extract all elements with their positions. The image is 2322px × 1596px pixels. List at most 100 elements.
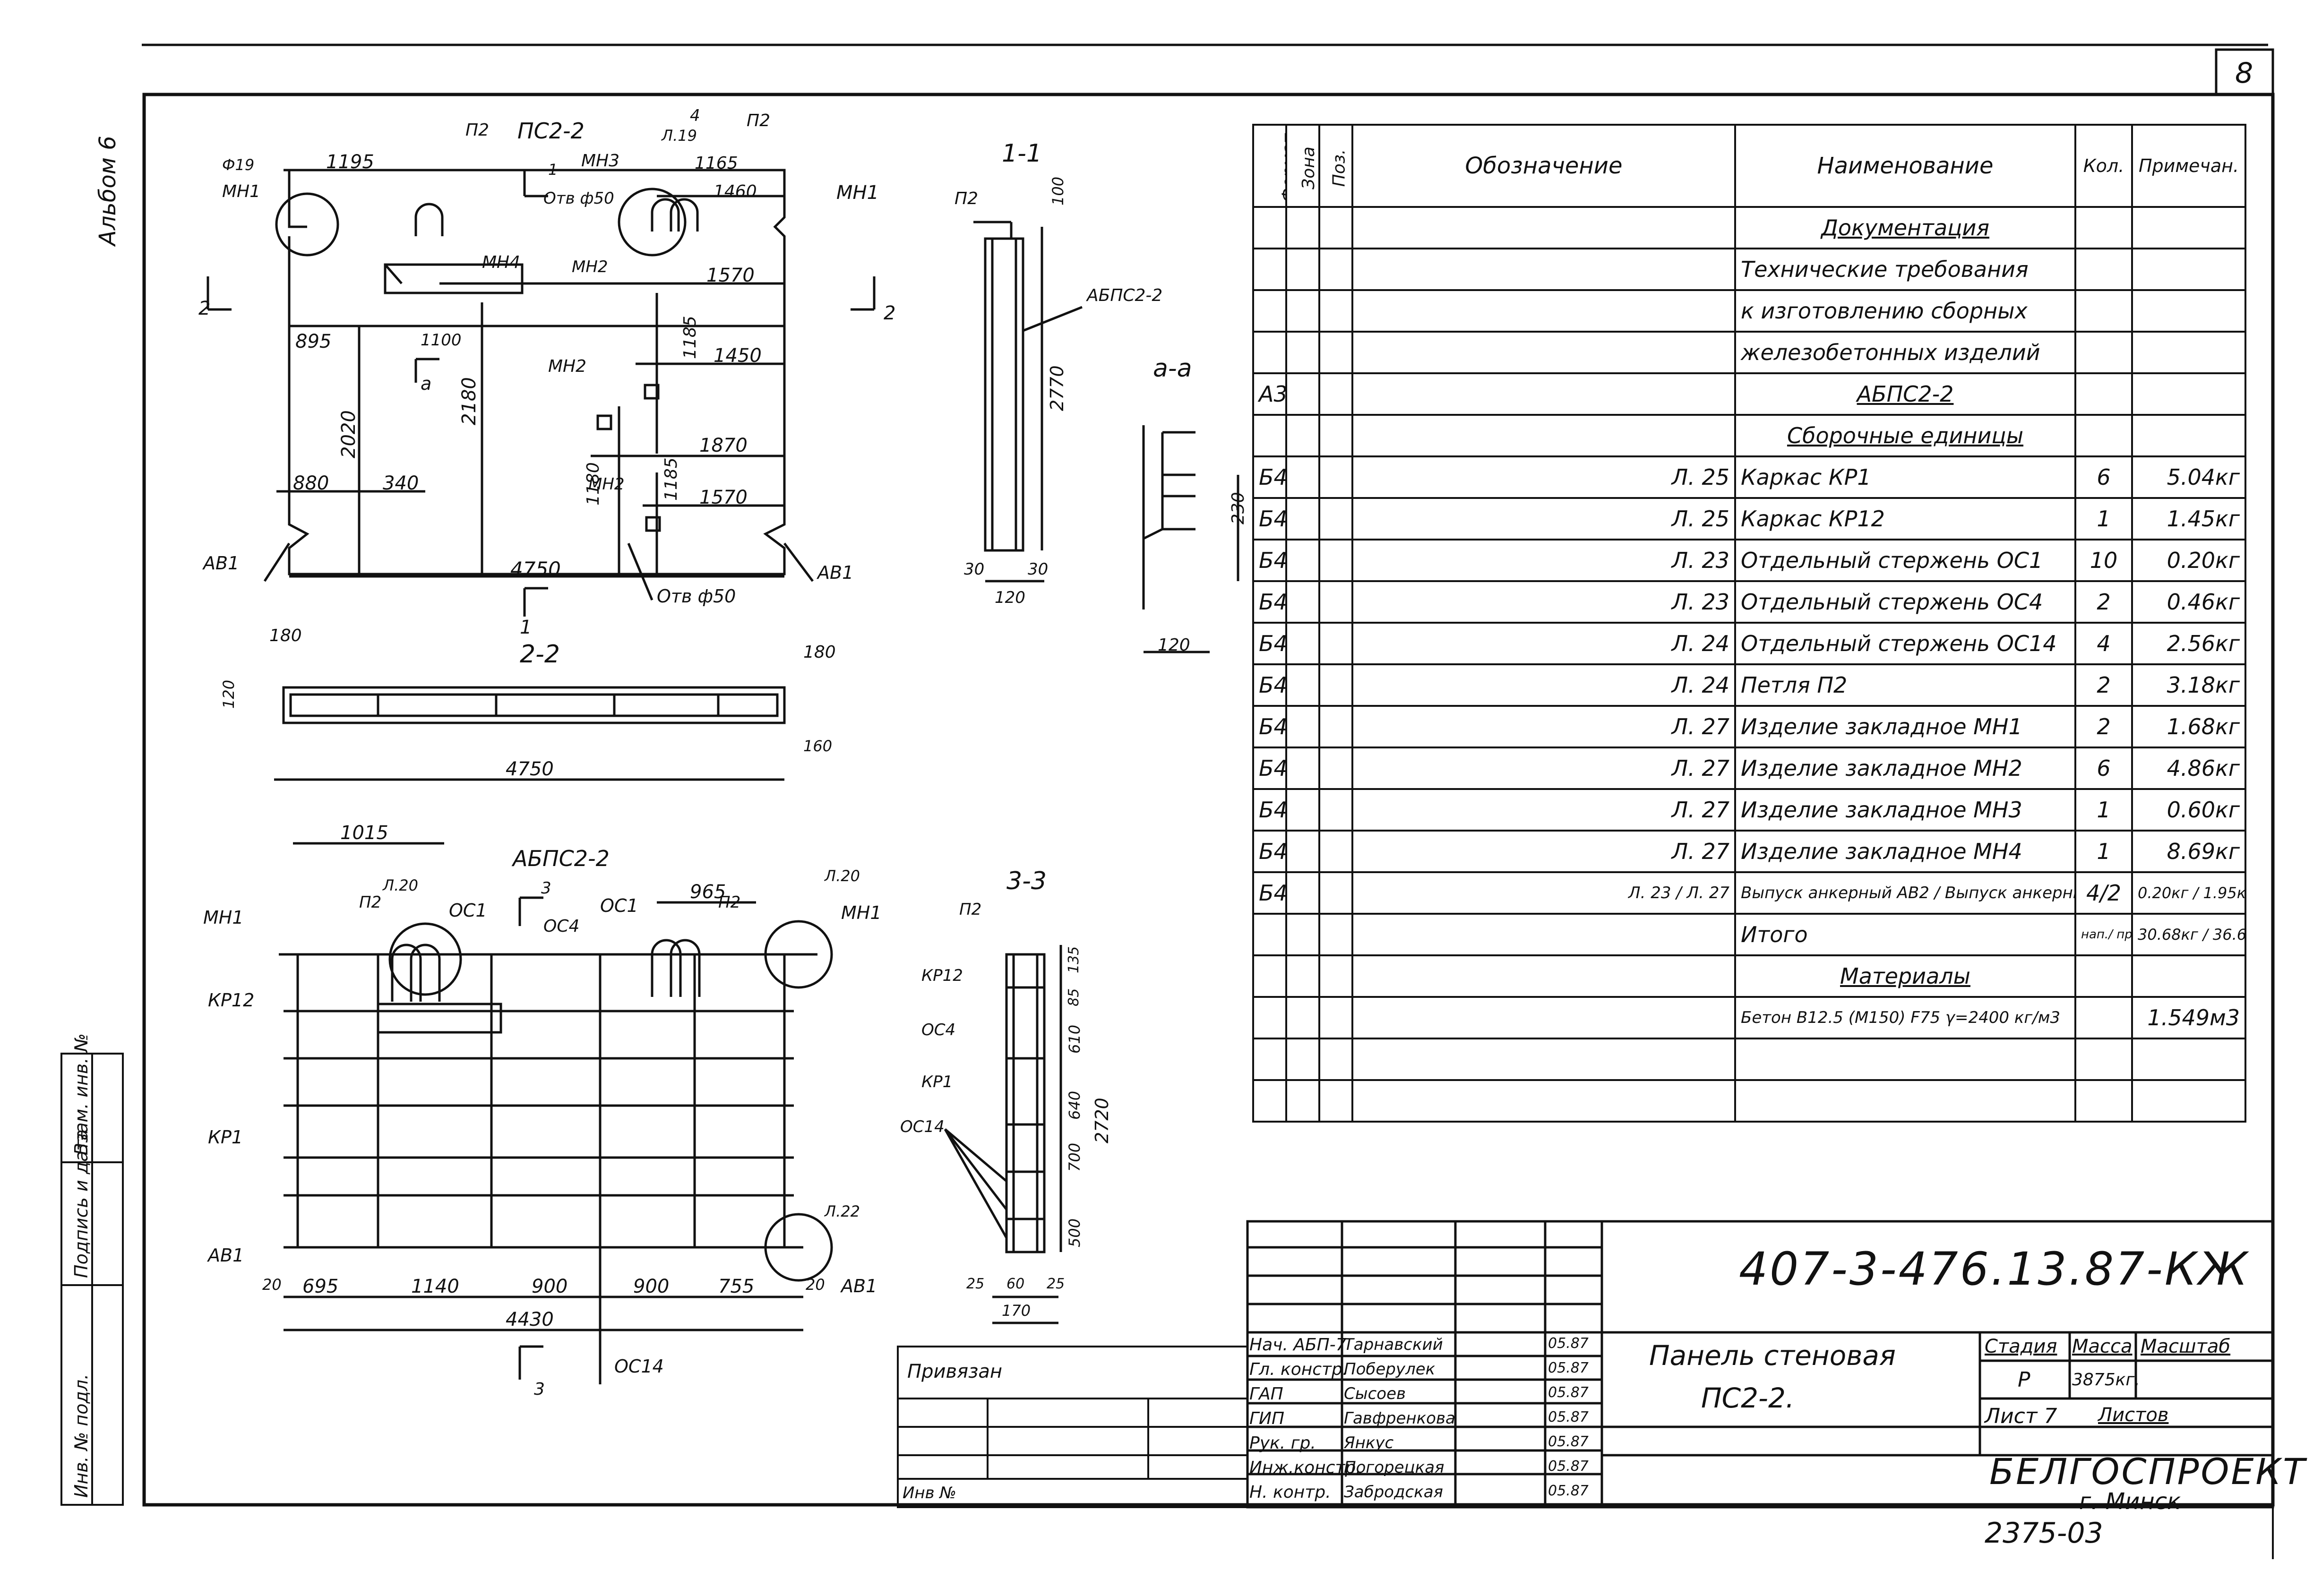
cell-empty [1285, 455, 1320, 499]
cell-qty: 1 [2074, 497, 2133, 541]
dim-label: 640 [1066, 1090, 1084, 1120]
cell-name: Материалы [1734, 954, 2076, 998]
table-row: железобетонных изделий [1252, 331, 2246, 374]
dim-label: 900 [633, 1276, 670, 1297]
leader-label: П2 [955, 189, 978, 208]
cell-empty [1318, 331, 1353, 374]
cell-note: 1.549м3 [2131, 996, 2246, 1039]
signature-date: 05.87 [1548, 1433, 1589, 1450]
column-header: Зона [1285, 124, 1320, 208]
section-2-2-title: 2-2 [520, 640, 560, 669]
cell-designation [1351, 331, 1736, 374]
cell-note: 0.46кг [2131, 580, 2246, 624]
dim-label: 25 [1047, 1276, 1065, 1292]
leader-label: АВ1 [208, 1245, 244, 1266]
dim-label: 4430 [506, 1309, 554, 1330]
cell-name: Отдельный стержень ОС14 [1734, 622, 2076, 665]
table-row [1252, 1038, 2246, 1081]
signature-name: Тарнавский [1344, 1335, 1443, 1354]
cell-empty [1318, 580, 1353, 624]
cell-qty: 2 [2074, 705, 2133, 748]
cell-note: 8.69кг [2131, 830, 2246, 873]
leader-label: П2 [359, 893, 382, 912]
cell-empty [1318, 206, 1353, 249]
leader-label: ОС4 [921, 1021, 956, 1039]
cell-qty: 1 [2074, 830, 2133, 873]
section-1-1-outline [973, 221, 1083, 583]
dim-label: 120 [1158, 635, 1190, 655]
organization-name: БЕЛГОСПРОЕКТ [1989, 1450, 2307, 1493]
dim-label: 880 [293, 472, 329, 494]
dim-label: 1195 [326, 151, 374, 173]
cell-empty [1285, 1079, 1320, 1123]
cell-empty [1318, 830, 1353, 873]
leader-label: АВ1 [203, 553, 240, 574]
column-header: Кол. [2074, 124, 2133, 208]
cell-name [1734, 1038, 2076, 1081]
cell-empty [1285, 372, 1320, 416]
cell-note: 0.20кг [2131, 539, 2246, 582]
dim-label: 100 [1049, 176, 1067, 206]
scale-label: Масштаб [2141, 1336, 2231, 1357]
dim-label: 135 [1066, 946, 1082, 973]
cell-name: железобетонных изделий [1734, 331, 2076, 374]
cell-format [1252, 954, 1287, 998]
cell-qty [2074, 1038, 2133, 1081]
cell-qty [2074, 248, 2133, 291]
cell-qty [2074, 996, 2133, 1039]
cell-note: 4.86кг [2131, 747, 2246, 790]
cell-qty: 6 [2074, 455, 2133, 499]
cell-format: Б4 [1252, 747, 1287, 790]
cell-note: 1.45кг [2131, 497, 2246, 541]
cell-empty [1285, 1038, 1320, 1081]
cell-empty [1285, 871, 1320, 915]
leader-label: Ф19 [222, 156, 255, 174]
cell-empty [1318, 747, 1353, 790]
cell-name: к изготовлению сборных [1734, 289, 2076, 333]
cell-designation [1351, 954, 1736, 998]
section-a-a-outline [1142, 425, 1239, 653]
cell-note [2131, 206, 2246, 249]
cell-name: Изделие закладное МН4 [1734, 830, 2076, 873]
drawing-title-line-1: Панель стеновая [1649, 1339, 1896, 1372]
cell-empty [1318, 1038, 1353, 1081]
cell-qty [2074, 954, 2133, 998]
cell-format [1252, 414, 1287, 457]
cell-empty [1285, 705, 1320, 748]
leader-label: МН4 [482, 253, 521, 272]
cell-empty [1285, 830, 1320, 873]
cell-qty: 4 [2074, 622, 2133, 665]
dim-label: 180 [803, 643, 836, 662]
title-block-lines [1246, 1220, 2274, 1509]
cell-note: 0.60кг [2131, 788, 2246, 832]
cell-designation: Л. 27 [1351, 747, 1736, 790]
dim-label: 755 [718, 1276, 755, 1297]
cell-name: Изделие закладное МН1 [1734, 705, 2076, 748]
cell-empty [1285, 414, 1320, 457]
dim-label: 160 [803, 737, 833, 755]
cell-designation [1351, 1038, 1736, 1081]
cell-empty [1318, 497, 1353, 541]
cell-empty [1285, 663, 1320, 707]
dim-label: 1450 [714, 345, 762, 367]
cell-empty [1318, 622, 1353, 665]
cell-empty [1285, 996, 1320, 1039]
dim-label: 120 [220, 679, 238, 709]
cell-format [1252, 331, 1287, 374]
dim-label: 2180 [458, 377, 480, 425]
archive-number: 2375-03 [1985, 1517, 2103, 1550]
dim-label: 30 [1028, 560, 1049, 579]
drawing-title-line-2: ПС2-2. [1701, 1382, 1795, 1414]
leader-label: Л.19 [662, 127, 697, 145]
cell-empty [1285, 248, 1320, 291]
cell-qty: нап./ приб. [2074, 913, 2133, 956]
signature-date: 05.87 [1548, 1384, 1589, 1401]
mass-value: 3875кг. [2072, 1370, 2140, 1390]
cell-designation: Л. 24 [1351, 622, 1736, 665]
cell-format: А3 [1252, 372, 1287, 416]
